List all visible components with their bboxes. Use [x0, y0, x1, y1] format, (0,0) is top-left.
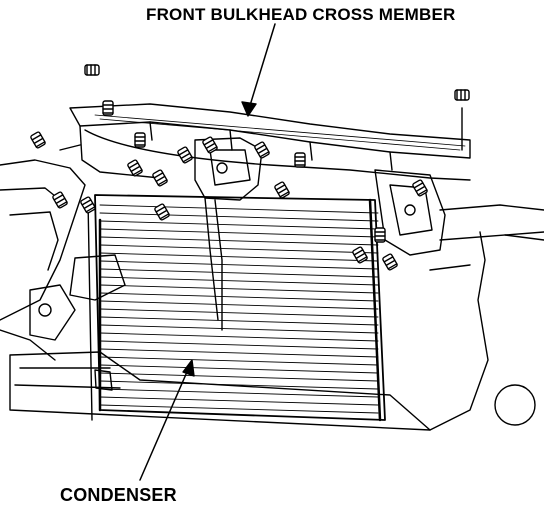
- right-body-panel: [429, 204, 544, 431]
- bolt-icon: [254, 141, 270, 159]
- bolt-icon: [127, 159, 143, 177]
- bolt-icon: [382, 253, 398, 271]
- bolt-icon: [80, 196, 96, 214]
- bolt-icon: [374, 227, 386, 243]
- bolt-icon: [134, 132, 146, 148]
- bolt-icon: [52, 191, 68, 209]
- front-bulkhead-cross-member-label: FRONT BULKHEAD CROSS MEMBER: [146, 5, 456, 24]
- bolt-icon: [152, 169, 168, 187]
- center-latch-bracket: [194, 137, 263, 331]
- bolt-icon: [202, 136, 218, 154]
- condenser-label: CONDENSER: [60, 485, 177, 505]
- left-body-panel: [0, 159, 86, 361]
- bolt-icon: [154, 203, 170, 221]
- front-bulkhead-cross-member: [59, 103, 471, 181]
- bolt-icon: [177, 146, 193, 164]
- bolt-icon: [84, 64, 100, 76]
- bolt-icon: [454, 89, 470, 101]
- leader-arrow-icon: [139, 23, 276, 481]
- bolt-icon: [294, 152, 306, 168]
- bolt-icon: [102, 100, 114, 116]
- bolt-group: [30, 64, 470, 271]
- bolt-icon: [274, 181, 290, 199]
- bolt-icon: [412, 179, 428, 197]
- lower-cross-beam: [9, 254, 431, 431]
- bolt-icon: [352, 246, 368, 264]
- bolt-icon: [30, 131, 46, 149]
